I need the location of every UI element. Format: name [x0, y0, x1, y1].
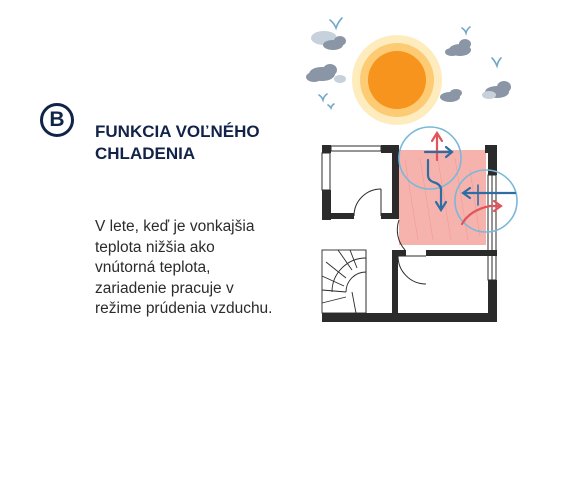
section-title: FUNKCIA VOĽNÉHO CHLADENIA: [95, 121, 325, 165]
vent-unit-top: [398, 126, 462, 190]
sun-icon: [352, 35, 442, 125]
cloud-icon: [311, 31, 346, 50]
cloud-icon: [306, 64, 346, 83]
description-line: V lete, keď je vonkajšia: [95, 218, 255, 235]
cloud-icon: [440, 89, 462, 102]
description-line: režime prúdenia vzduchu.: [95, 300, 273, 317]
stairs: [321, 249, 367, 314]
description-line: vnútorná teplota,: [95, 259, 211, 276]
description-line: zariadenie pracuje v: [95, 279, 234, 297]
warm-room-zone: [399, 150, 486, 245]
description-text: V lete, keď je vonkajšia teplota nižšia …: [95, 217, 310, 320]
title-line-1: FUNKCIA VOĽNÉHO: [95, 122, 260, 141]
cloud-icon: [445, 39, 471, 56]
cloud-icon: [482, 81, 511, 99]
floor-plan: [321, 126, 518, 322]
description-line: teplota nižšia ako: [95, 238, 215, 256]
bird-icon: [318, 17, 502, 111]
badge-letter: B: [49, 108, 65, 131]
vent-unit-side: [454, 169, 518, 233]
section-badge: B: [40, 103, 74, 137]
airflow-arrows: [423, 130, 517, 226]
title-line-2: CHLADENIA: [95, 144, 196, 163]
